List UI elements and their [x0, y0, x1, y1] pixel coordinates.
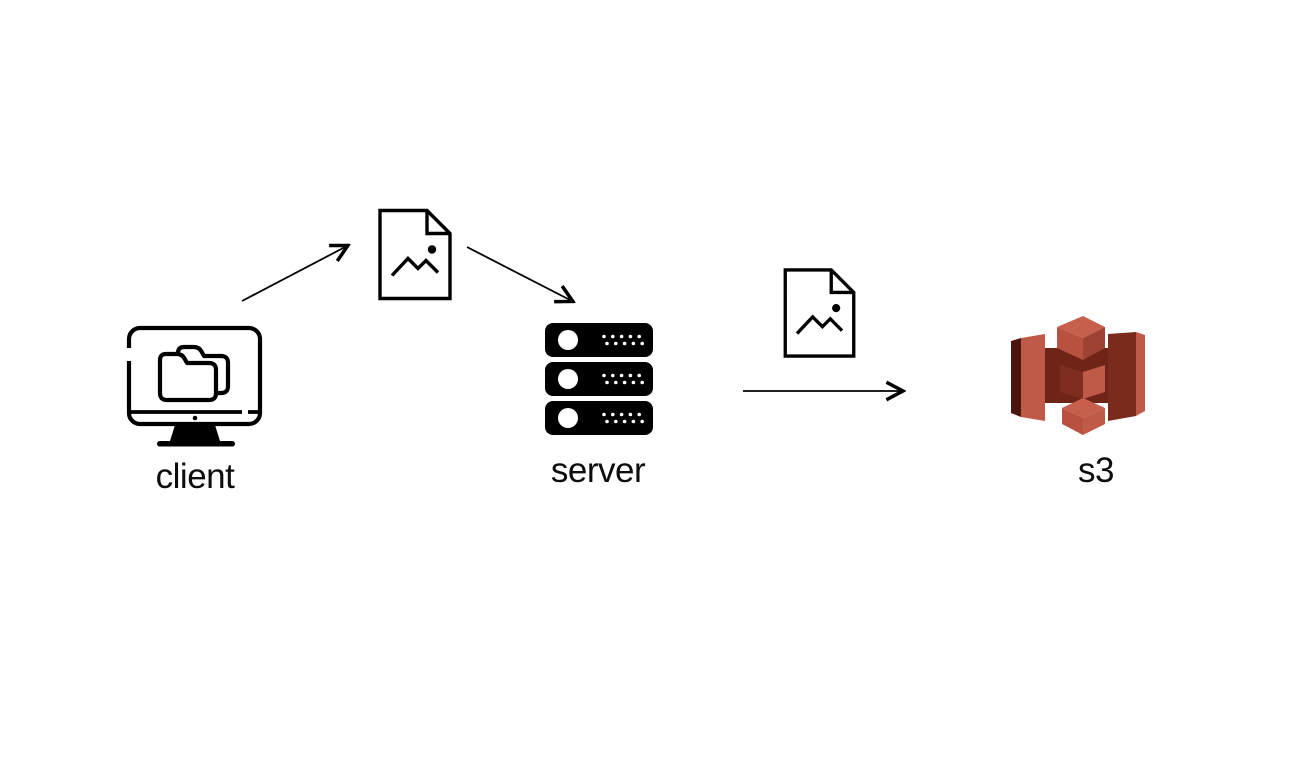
- server-label: server: [550, 451, 646, 490]
- arrow-file-to-server: [466, 246, 572, 301]
- server-rack-icon: [545, 323, 653, 435]
- s3-label: s3: [1078, 451, 1114, 490]
- image-file-icon: [783, 268, 856, 358]
- image-file-icon: [378, 208, 452, 301]
- client-label: client: [155, 457, 235, 496]
- monitor-folder-icon: [125, 325, 263, 447]
- aws-s3-icon: [1011, 316, 1145, 435]
- arrow-client-to-file: [241, 246, 347, 302]
